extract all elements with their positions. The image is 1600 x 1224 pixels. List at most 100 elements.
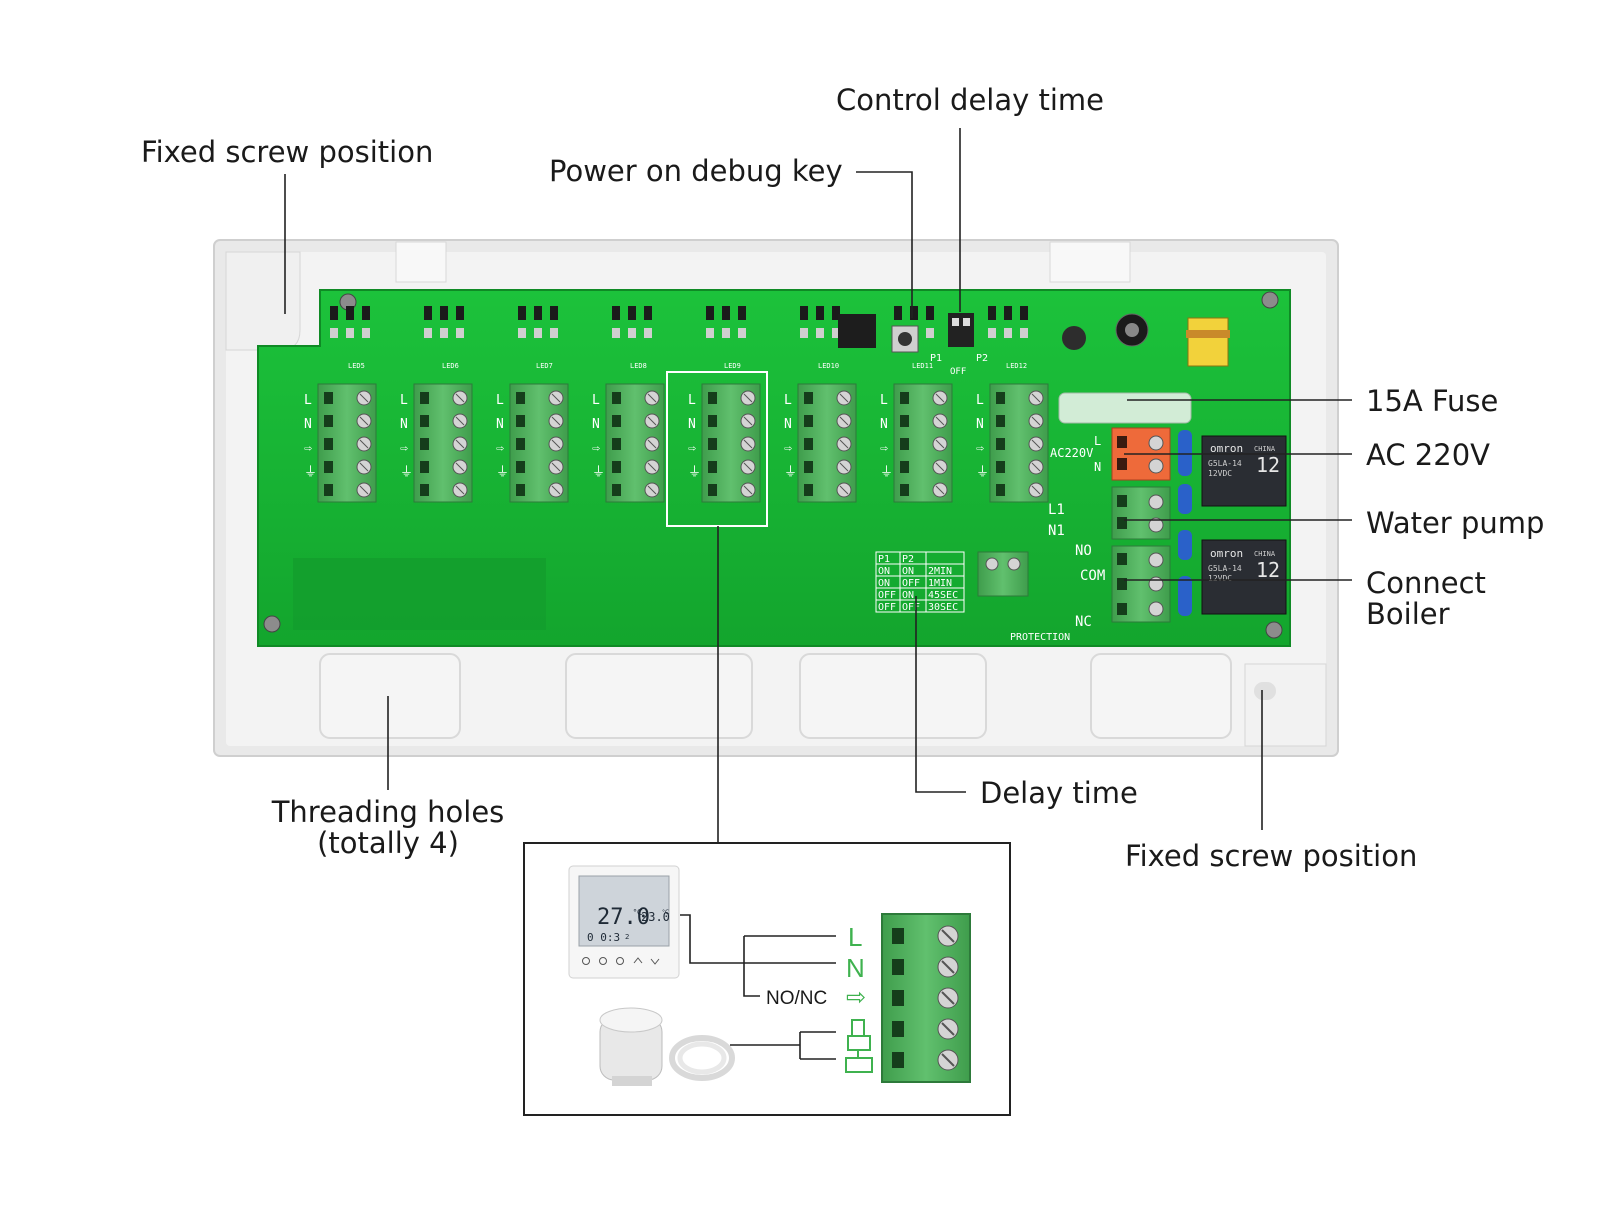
relay-1-number: 12 (1256, 453, 1280, 477)
delay-table-cell-4-2: 30SEC (928, 602, 958, 613)
off-silkscreen: OFF (950, 367, 966, 377)
delay-table-cell-3-2: 45SEC (928, 590, 958, 601)
zone-highlight-box (666, 371, 768, 527)
inset-terminal-slot-2 (892, 956, 959, 978)
callout-threading-holes: Threading holes (totally 4) (268, 797, 508, 859)
relay-2-china: CHINA (1254, 550, 1276, 558)
nc-silkscreen: NC (1075, 614, 1092, 630)
zone-6-label-3: ⏚ (784, 465, 797, 480)
zone-1-label-1: N (304, 417, 312, 432)
zone-6-label-2: ⇨ (784, 441, 792, 456)
transformer (1187, 317, 1229, 367)
led-label-3: LED7 (536, 362, 553, 370)
led-group-2: LED6 (424, 306, 464, 370)
delay-table-cell-4-0: OFF (878, 602, 896, 613)
zone-2-label-0: L (400, 393, 408, 408)
thermostat-set-unit: °C (662, 909, 669, 916)
l1-silkscreen: L1 (1048, 502, 1065, 518)
zone-3-label-3: ⏚ (496, 465, 509, 480)
callout-power-on-debug-key: Power on debug key (549, 154, 843, 188)
inset-terminal-slot-3 (892, 987, 959, 1009)
zone-3-label-2: ⇨ (496, 441, 504, 456)
inset-label-l: L (848, 922, 862, 952)
led-label-6: LED10 (818, 362, 839, 370)
callout-connect-boiler: Connect Boiler (1366, 568, 1486, 630)
zone-terminal-4: LN⇨⏚ (592, 383, 665, 503)
relay-2: omron G5LA-14 12VDC 12 CHINA (1201, 539, 1287, 615)
thermostat-image: 27.0 °C 23.0 °C 0 0:3 2 (568, 865, 680, 979)
delay-table-cell-0-1: P2 (902, 554, 914, 565)
zone-7-label-3: ⏚ (880, 465, 893, 480)
inset-terminal-slot-5 (892, 1049, 959, 1071)
zone-8-label-1: N (976, 417, 984, 432)
thermostat-setpoint: 23.0 (641, 910, 670, 924)
inset-label-n: N (846, 953, 865, 983)
zone-terminal-3: LN⇨⏚ (496, 383, 569, 503)
protection-silkscreen: PROTECTION (1010, 632, 1070, 643)
callout-fixed-screw-bottom: Fixed screw position (1125, 839, 1418, 873)
callout-fixed-screw-top: Fixed screw position (141, 135, 434, 169)
leader-lines (284, 128, 1352, 843)
microcontroller-chip (838, 314, 876, 348)
callout-connect-boiler-line2: Boiler (1366, 597, 1450, 631)
inset-actuator-icon (845, 1019, 873, 1073)
inset-wires (680, 914, 836, 1060)
led-label-8: LED12 (1006, 362, 1027, 370)
zone-7-label-0: L (880, 393, 888, 408)
thermostat-temp: 27.0 (597, 905, 650, 930)
led-label-4: LED8 (630, 362, 647, 370)
relay-1-model: G5LA-14 (1208, 459, 1242, 468)
relay-2-brand: omron (1210, 547, 1243, 560)
delay-table-cell-1-0: ON (878, 566, 890, 577)
inset-terminal-slot-1 (892, 925, 959, 947)
callout-ac-220v: AC 220V (1366, 438, 1490, 472)
inset-arrow-icon: ⇨ (846, 983, 866, 1011)
led-label-5: LED9 (724, 362, 741, 370)
n1-silkscreen: N1 (1048, 523, 1065, 539)
zone-8-label-2: ⇨ (976, 441, 984, 456)
zone-7-label-1: N (880, 417, 888, 432)
ac-l-silkscreen: L (1094, 434, 1101, 448)
callout-threading-holes-line1: Threading holes (271, 795, 505, 829)
zone-2-label-3: ⏚ (400, 465, 413, 480)
inset-label-nonc: NO/NC (766, 988, 827, 1009)
led-label-7: LED11 (912, 362, 933, 370)
fuse (1058, 392, 1192, 424)
led-label-2: LED6 (442, 362, 459, 370)
thermostat-day: 2 (625, 933, 629, 941)
inset-terminal-block (881, 913, 971, 1083)
zone-1-label-2: ⇨ (304, 441, 312, 456)
zone-terminal-7: LN ⇨ ⏚ (880, 383, 953, 503)
callout-control-delay-time: Control delay time (836, 83, 1105, 117)
callout-delay-time: Delay time (980, 776, 1138, 810)
zone-terminals: LN⇨⏚LN⇨⏚LN⇨⏚LN⇨⏚LN⇨⏚LN⇨⏚LN⇨⏚LN⇨⏚ (304, 383, 1049, 503)
zone-6-label-0: L (784, 393, 792, 408)
zone-4-label-1: N (592, 417, 600, 432)
dip-switch (948, 313, 974, 347)
ac220v-silkscreen: AC220V (1050, 446, 1093, 460)
zone-3-label-1: N (496, 417, 504, 432)
zone-terminal-5: LN⇨⏚ (688, 383, 761, 503)
protection-terminal (977, 551, 1029, 597)
zone-terminal-1: LN⇨⏚ (304, 383, 377, 503)
delay-table-cell-1-1: ON (902, 566, 914, 577)
callout-water-pump: Water pump (1366, 506, 1545, 540)
callout-15a-fuse: 15A Fuse (1366, 384, 1499, 418)
zone-4-label-2: ⇨ (592, 441, 600, 456)
ac-n-silkscreen: N (1094, 460, 1101, 474)
zone-1-label-3: ⏚ (304, 465, 317, 480)
zone-5-label-3: ⏚ (688, 465, 701, 480)
delay-table-cell-3-1: ON (902, 590, 914, 601)
led-group-1: LED5 (330, 306, 370, 370)
thermostat-temp-unit: °C (633, 908, 643, 917)
relay-2-voltage: 12VDC (1208, 574, 1232, 583)
zone-7-label-2: ⇨ (880, 441, 888, 456)
pump-terminal (1111, 486, 1171, 540)
led-group-8: LED12 (988, 306, 1028, 370)
callout-connect-boiler-line1: Connect (1366, 566, 1486, 600)
delay-table-cell-0-0: P1 (878, 554, 890, 565)
relay-2-model: G5LA-14 (1208, 564, 1242, 573)
zone-2-label-2: ⇨ (400, 441, 408, 456)
